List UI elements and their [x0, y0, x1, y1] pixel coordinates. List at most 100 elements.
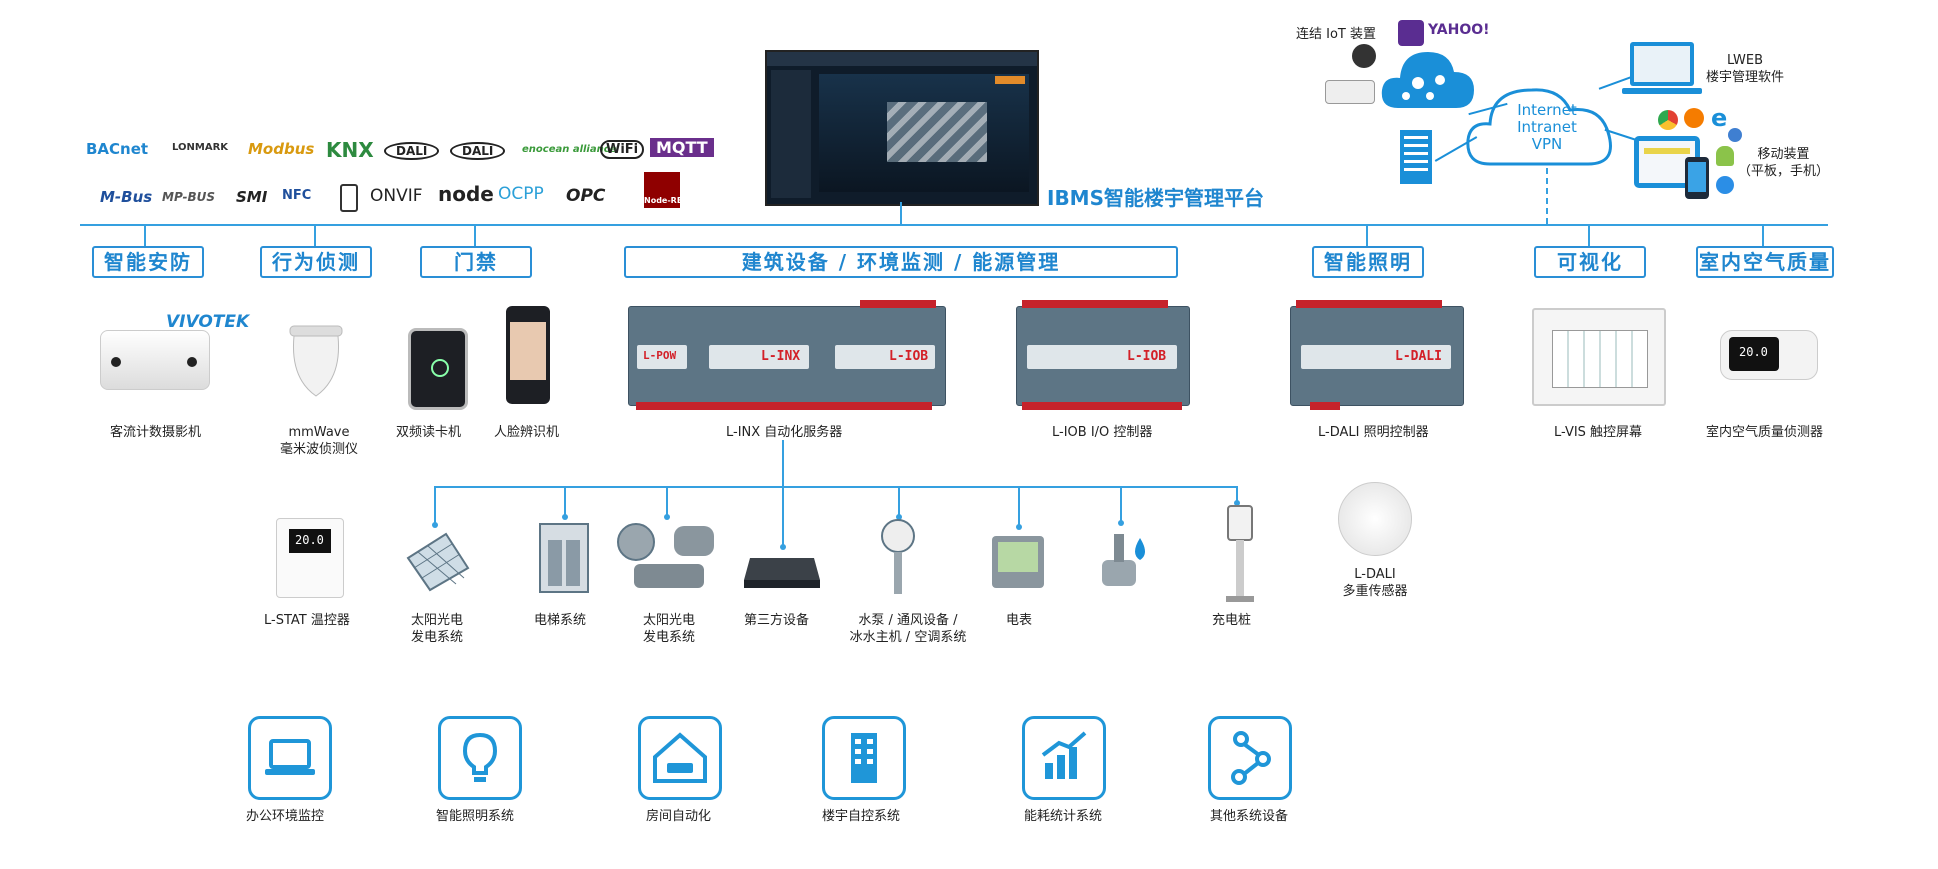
lstat-reading: 20.0 [295, 533, 324, 547]
lstat-thermostat: 20.0 [276, 518, 344, 598]
camera-lens-left [111, 357, 121, 367]
service-label-lighting: 智能照明系统 [436, 808, 514, 825]
protocol-nodered: Node-RED [644, 172, 680, 208]
cat-stem-6 [1588, 224, 1590, 246]
cat-stem-5 [1366, 224, 1368, 246]
liob-terminals-bottom [1022, 402, 1182, 410]
caption-lstat: L-STAT 温控器 [264, 612, 350, 629]
phone-nfc-icon [340, 184, 358, 212]
caption-thirdparty: 第三方设备 [744, 612, 809, 629]
service-lighting [438, 716, 522, 800]
edge-icon [1728, 128, 1742, 142]
service-office-monitor [248, 716, 332, 800]
caption-linx: L-INX 自动化服务器 [726, 424, 842, 441]
caption-solar-1-line2: 发电系统 [404, 629, 470, 646]
caption-multisensor-line2: 多重传感器 [1330, 583, 1420, 600]
protocol-knx: KNX [326, 138, 374, 162]
caption-multisensor-line1: L-DALI [1330, 566, 1420, 583]
firefox-icon [1684, 108, 1704, 128]
caption-people-counter: 客流计数摄影机 [110, 424, 201, 441]
network-nodes-icon [1211, 719, 1289, 797]
caption-pump: 水泵 / 通风设备 / 冰水主机 / 空调系统 [848, 612, 968, 646]
protocol-mbus: M-Bus [100, 188, 152, 206]
mobile-label: 移动装置 （平板，手机） [1738, 146, 1829, 180]
protocol-opc: OPC [566, 186, 605, 206]
protocol-node: node [438, 182, 494, 206]
caption-solar-1: 太阳光电 发电系统 [404, 612, 470, 646]
caption-mmwave-line2: 毫米波侦测仪 [276, 441, 362, 458]
cloud-text: Internet Intranet VPN [1506, 102, 1588, 153]
elevator-icon [534, 520, 594, 596]
ev-charger-icon [1220, 502, 1260, 604]
caption-ldali: L-DALI 照明控制器 [1318, 424, 1429, 441]
branch-solar2 [666, 486, 668, 516]
phone-icon [1684, 156, 1710, 200]
chrome-icon [1658, 110, 1678, 130]
protocol-ocpp: OCPP [498, 184, 544, 204]
mobile-line2: （平板，手机） [1738, 163, 1829, 180]
ldali-text: L-DALI [1395, 349, 1442, 364]
platform-title: IBMS智能楼宇管理平台 [1047, 182, 1264, 211]
caption-elevator: 电梯系统 [534, 612, 586, 629]
face-screen [510, 322, 546, 380]
liob-text: L-IOB [1127, 349, 1166, 364]
category-air-quality: 室内空气质量 [1696, 246, 1834, 278]
cloud-line-internet: Internet [1506, 102, 1588, 119]
ldali-terminals-bottom [1310, 402, 1340, 410]
ie-icon: e [1711, 104, 1727, 132]
house-sofa-icon [641, 719, 719, 797]
protocol-mqtt: MQTT [650, 138, 714, 157]
camera-lens-right [187, 357, 197, 367]
mmwave-sensor [280, 322, 352, 404]
safari-icon [1716, 176, 1734, 194]
cloud-line-intranet: Intranet [1506, 119, 1588, 136]
branch-pump [898, 486, 900, 516]
linx-server: L-POW L-INX L-IOB [628, 306, 946, 406]
protocol-mpbus: MP-BUS [162, 190, 215, 204]
category-access: 门禁 [420, 246, 532, 278]
branch-water [1120, 486, 1122, 522]
solar-panel-1 [402, 528, 472, 594]
protocol-modbus: Modbus [248, 140, 314, 158]
protocol-onvif: ONVIF [370, 186, 423, 206]
solar-generator-machine [614, 520, 722, 594]
laptop-icon [251, 719, 329, 797]
linx-drop [782, 440, 784, 486]
branch-line [434, 486, 1238, 488]
building-icon [825, 719, 903, 797]
service-label-building: 楼宇自控系统 [822, 808, 900, 825]
caption-mmwave: mmWave 毫米波侦测仪 [276, 424, 362, 458]
ldali-multisensor [1338, 482, 1412, 556]
caption-mmwave-line1: mmWave [276, 424, 362, 441]
service-label-room: 房间自动化 [646, 808, 711, 825]
liob-controller: L-IOB [1016, 306, 1190, 406]
caption-lvis: L-VIS 触控屏幕 [1554, 424, 1642, 441]
android-icon [1716, 146, 1734, 166]
lvis-touchscreen [1532, 308, 1666, 406]
iaq-sensor: 20.0 [1720, 330, 1818, 380]
people-counter-camera [100, 330, 210, 390]
branch-thirdparty [782, 486, 784, 546]
card-reader [408, 328, 468, 410]
lweb-line2: 楼宇管理软件 [1706, 69, 1784, 86]
category-visualization: 可视化 [1534, 246, 1646, 278]
lweb-label: LWEB 楼宇管理软件 [1706, 52, 1784, 86]
caption-iaq: 室内空气质量侦测器 [1706, 424, 1823, 441]
category-security: 智能安防 [92, 246, 204, 278]
projector-icon [1325, 80, 1375, 104]
cat-stem-2 [314, 224, 316, 246]
caption-face: 人脸辨识机 [494, 424, 559, 441]
iaq-reading: 20.0 [1739, 345, 1768, 359]
service-label-office: 办公环境监控 [246, 808, 324, 825]
cloud-drop [1546, 168, 1548, 224]
protocol-nfc: NFC [282, 188, 311, 203]
power-meter-icon [990, 534, 1046, 590]
platform-screen [765, 50, 1039, 206]
service-label-other: 其他系统设备 [1210, 808, 1288, 825]
branch-elevator [564, 486, 566, 516]
ldali-terminals-top [1296, 300, 1442, 308]
caption-solar-2-line1: 太阳光电 [636, 612, 702, 629]
caption-multisensor: L-DALI 多重传感器 [1330, 566, 1420, 600]
screen-racks [887, 102, 987, 162]
caption-charger: 充电桩 [1212, 612, 1251, 629]
